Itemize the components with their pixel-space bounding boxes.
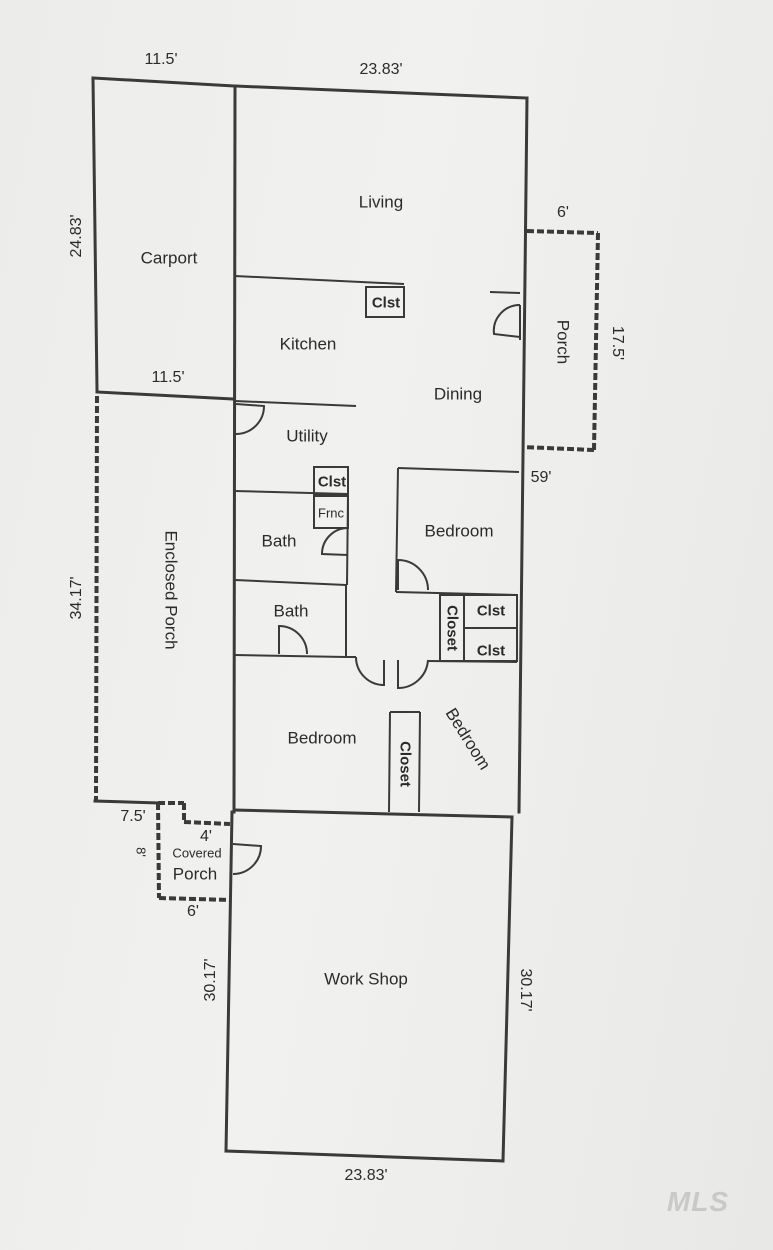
room-label-kitchen: Kitchen: [279, 334, 337, 354]
dim-covered-porch-bottom: 6': [187, 903, 199, 920]
fixture-label-clst-kitchen: Clst: [371, 294, 401, 312]
dim-covered-porch-top: 4': [200, 828, 212, 845]
room-label-dining: Dining: [433, 384, 483, 404]
fixture-label-clst-right-2: Clst: [476, 642, 506, 660]
carport-bottom-wall: [95, 390, 236, 401]
dim-carport-bottom: 11.5': [151, 369, 185, 386]
room-label-utility: Utility: [286, 426, 328, 446]
room-label-bath-lower: Bath: [273, 601, 309, 621]
fixture-label-frnc: Frnc: [318, 505, 344, 521]
workshop-walls: [224, 810, 514, 1163]
porch-door: [489, 291, 521, 340]
room-label-bedroom-right: Bedroom: [424, 521, 494, 541]
side-porch-outline: [521, 229, 600, 452]
bath-upper-walls: [234, 493, 349, 586]
enclosed-porch-outline: [93, 395, 160, 805]
dim-enclosed-porch-height: 34.17': [68, 576, 85, 620]
dim-top-main: 23.83': [359, 61, 403, 78]
dim-workshop-right: 30.17': [517, 968, 534, 1012]
room-label-bedroom-left: Bedroom: [287, 728, 357, 748]
bedroom-left-walls: [388, 711, 421, 813]
room-label-porch: Porch: [553, 319, 573, 365]
bath-lower-walls: [234, 585, 347, 658]
dim-porch-height: 17.5': [609, 325, 626, 361]
kitchen-walls: [234, 275, 405, 407]
workshop-top-wall: [232, 808, 514, 819]
dim-covered-porch-left: 7.5': [120, 808, 146, 825]
dim-bottom-main: 23.83': [344, 1167, 388, 1184]
fixture-label-clst-right-1: Clst: [476, 602, 506, 620]
room-label-enclosed-porch: Enclosed Porch: [161, 530, 181, 650]
room-label-covered-porch-line2: Porch: [172, 864, 218, 884]
fixture-label-closet-vertical-1: Closet: [443, 605, 461, 651]
dim-covered-porch-side: 8': [133, 847, 149, 857]
mls-watermark: MLS: [666, 1186, 729, 1217]
covered-porch-outline: [156, 801, 263, 902]
house-exterior-walls: [232, 84, 529, 814]
dim-carport-height: 24.83': [68, 214, 85, 258]
dim-porch-width: 6': [557, 204, 569, 221]
fixture-label-clst-utility: Clst: [317, 473, 347, 491]
room-label-covered-porch-line1: Covered: [172, 845, 222, 861]
dim-top-left: 11.5': [144, 51, 178, 68]
hall-doors: [346, 656, 518, 690]
dim-workshop-left: 30.17': [202, 958, 219, 1002]
room-label-living: Living: [358, 192, 404, 212]
carport-walls: [91, 76, 237, 392]
room-label-bath-upper: Bath: [261, 531, 297, 551]
room-label-carport: Carport: [140, 248, 198, 268]
room-label-workshop: Work Shop: [324, 969, 408, 989]
fixture-label-closet-vertical-2: Closet: [396, 741, 414, 787]
dim-right-side: 59': [530, 469, 552, 486]
